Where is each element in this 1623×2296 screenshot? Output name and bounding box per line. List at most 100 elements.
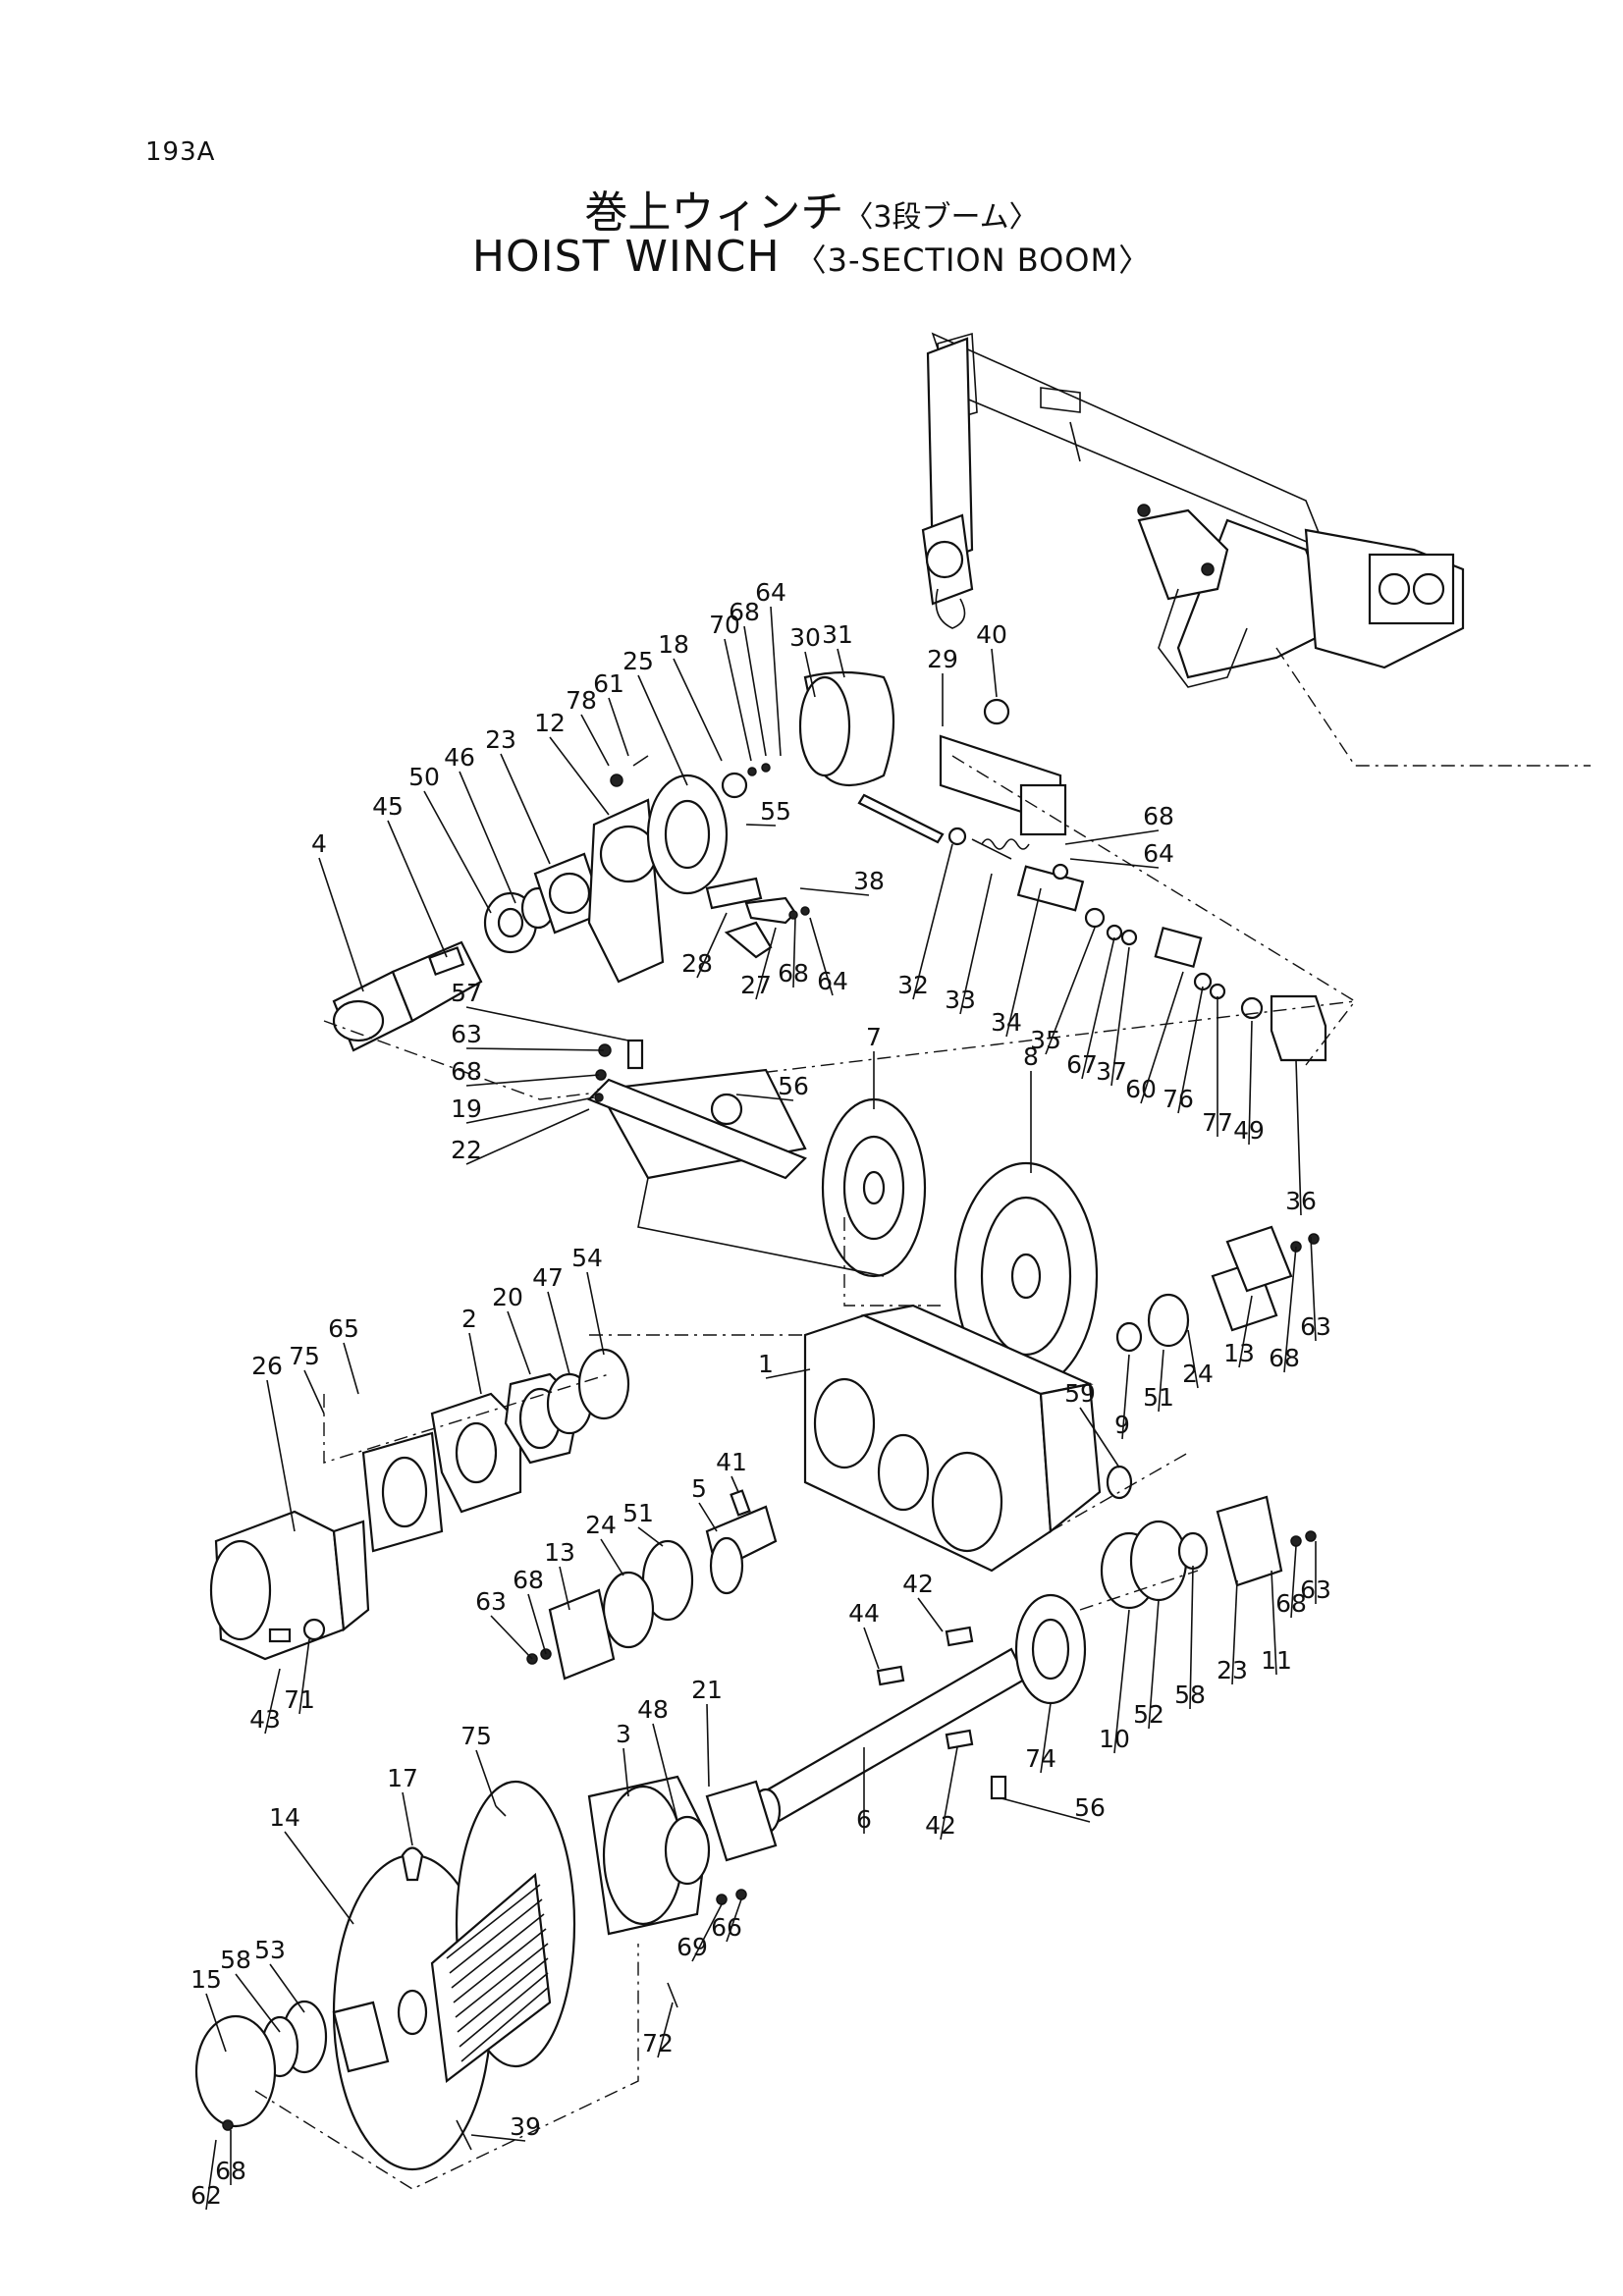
callout-c-48: 48 [637,1695,669,1724]
callout-c-36: 36 [1285,1187,1317,1215]
leader-line-c-64a [770,606,782,757]
callout-c-42b: 42 [925,1811,956,1840]
callout-c-23b: 23 [1217,1656,1248,1684]
leader-line-c-39 [470,2134,526,2142]
title-en-main: HOIST WINCH [471,232,781,282]
leader-line-c-45 [387,820,448,958]
leader-line-c-68f [527,1593,547,1655]
callout-c-25: 25 [622,647,654,675]
callout-c-42a: 42 [902,1570,934,1598]
boom-assembly-illustration [921,332,1591,767]
leader-line-c-68g [1290,1545,1297,1619]
callout-c-55: 55 [760,797,791,826]
callout-c-58b: 58 [220,1946,251,1974]
leader-line-c-68c [792,917,796,988]
callout-c-24b: 24 [585,1511,617,1539]
leader-line-c-75b [475,1749,497,1807]
callout-c-1: 1 [758,1350,774,1378]
leader-line-c-30 [804,651,816,698]
callout-c-2: 2 [461,1305,477,1333]
title-jp-main: 巻上ウィンチ [584,187,844,238]
leader-line-c-49 [1248,1020,1253,1146]
callout-c-33: 33 [945,986,976,1014]
callout-c-75a: 75 [289,1342,320,1370]
callout-c-68b: 68 [1143,802,1174,830]
callout-c-43: 43 [249,1705,281,1734]
callout-c-50: 50 [408,763,440,791]
callout-c-52: 52 [1133,1700,1164,1729]
leader-line-c-23b [1231,1579,1238,1685]
leader-line-c-34 [1005,887,1042,1038]
leader-line-c-68a [743,625,767,757]
page-code: 193A [145,137,216,167]
leader-line-c-59 [1079,1407,1120,1468]
leader-line-c-68d [465,1074,600,1087]
callout-c-13b: 13 [544,1538,575,1567]
callout-c-37: 37 [1096,1057,1127,1086]
leader-line-c-78 [580,714,610,767]
leader-line-c-27 [755,927,777,1000]
leader-line-c-36 [1295,1059,1302,1216]
leader-line-c-19 [465,1096,595,1124]
callout-c-53: 53 [254,1936,286,1964]
leader-line-c-65 [343,1342,359,1395]
callout-c-18: 18 [658,630,689,659]
leader-line-c-58b [235,1973,281,2033]
callout-c-38: 38 [853,867,885,895]
leader-line-c-53 [269,1963,305,2013]
callout-c-72: 72 [642,2029,674,2057]
leader-line-c-10 [1113,1609,1130,1754]
callout-c-63b: 63 [1300,1312,1331,1341]
leader-line-c-54 [586,1271,605,1356]
callout-c-15: 15 [190,1965,222,1994]
callout-c-68h: 68 [215,2157,246,2185]
leader-line-c-63c [490,1615,533,1660]
leader-line-c-17 [402,1791,413,1846]
leader-line-c-55 [745,824,777,827]
leader-line-c-47 [547,1291,570,1375]
callout-c-13a: 13 [1223,1339,1255,1367]
leader-line-c-13b [559,1566,570,1611]
leader-line-c-43 [264,1668,281,1735]
leader-line-c-42a [917,1597,944,1632]
leader-line-c-75a [303,1369,325,1415]
drum-shaft [750,1495,1317,1835]
callout-c-68e: 68 [1269,1344,1300,1372]
callout-c-22: 22 [451,1136,482,1164]
callout-c-12: 12 [534,709,566,737]
leader-line-c-68b [1064,829,1160,845]
callout-c-45: 45 [372,792,404,821]
leader-line-c-74 [1040,1702,1052,1774]
winch-drum [194,1775,778,2190]
leader-line-c-67 [1081,936,1115,1080]
callout-c-77: 77 [1202,1108,1233,1137]
intermediate-shaft [526,1489,778,1681]
leader-line-c-60 [1140,971,1184,1104]
callout-c-7: 7 [866,1023,882,1051]
leader-line-c-71 [298,1638,310,1715]
leader-line-c-20 [507,1310,531,1375]
leader-line-c-40 [991,648,998,698]
callout-c-51a: 51 [1143,1383,1174,1412]
callout-c-35: 35 [1030,1026,1061,1054]
callout-c-23a: 23 [485,725,516,754]
leader-line-c-70 [724,638,752,762]
callout-c-41: 41 [716,1448,747,1476]
leader-line-c-41 [730,1475,739,1493]
leader-line-c-15 [205,1993,227,2053]
leader-line-c-5 [698,1502,718,1532]
callout-c-5: 5 [691,1474,707,1503]
callout-c-46: 46 [444,743,475,772]
callout-c-14: 14 [269,1803,300,1832]
leader-line-c-56a [735,1094,794,1101]
leader-line-c-66 [726,1898,742,1943]
leader-line-c-13a [1238,1295,1253,1368]
title-japanese: 巻上ウィンチ〈3段ブーム〉 [0,177,1623,240]
leader-line-c-23a [500,753,551,865]
callout-c-4: 4 [311,829,327,858]
leader-line-c-3 [622,1747,629,1797]
callout-c-75b: 75 [460,1722,492,1750]
leader-line-c-22 [465,1108,590,1165]
leader-line-c-11 [1271,1570,1277,1676]
callout-c-64b: 64 [1143,839,1174,868]
